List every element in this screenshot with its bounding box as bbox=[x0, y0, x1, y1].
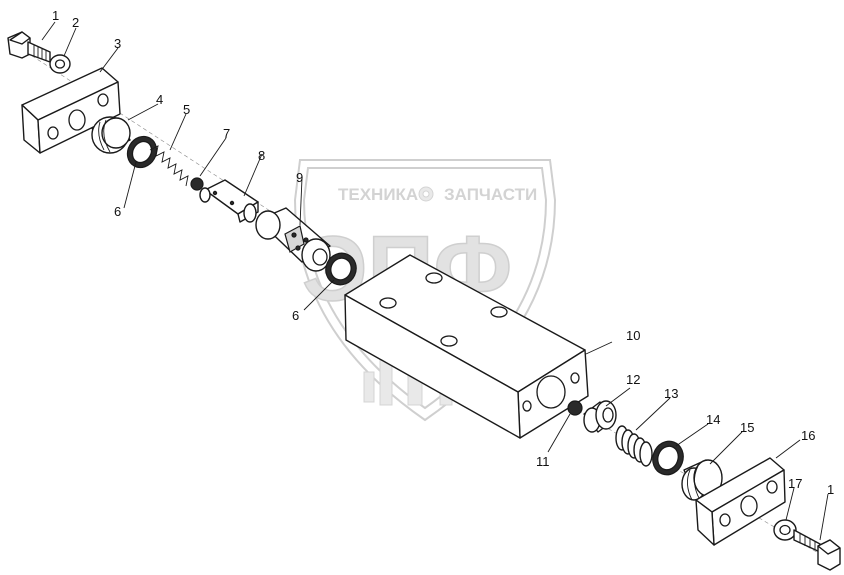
leader-lines bbox=[41, 21, 829, 541]
callout-12: 12 bbox=[626, 372, 640, 387]
callout-1-top: 1 bbox=[52, 8, 59, 23]
callout-5: 5 bbox=[183, 102, 190, 117]
callout-16: 16 bbox=[801, 428, 815, 443]
callout-10: 10 bbox=[626, 328, 640, 343]
callout-6-upper: 6 bbox=[114, 204, 121, 219]
callout-15: 15 bbox=[740, 420, 754, 435]
bolt-top bbox=[7, 31, 51, 63]
callout-6-lower: 6 bbox=[292, 308, 299, 323]
flange-plate-top bbox=[21, 67, 121, 154]
washer-top bbox=[49, 54, 71, 74]
ball-lower bbox=[567, 400, 583, 416]
callout-14: 14 bbox=[706, 412, 720, 427]
watermark-brand-right: ЗАПЧАСТИ bbox=[444, 185, 537, 204]
spring-large bbox=[615, 425, 653, 467]
callout-1-bottom: 1 bbox=[827, 482, 834, 497]
plunger bbox=[199, 179, 259, 223]
callout-4: 4 bbox=[156, 92, 163, 107]
ball-upper bbox=[190, 177, 204, 191]
callout-9: 9 bbox=[296, 170, 303, 185]
valve-sleeve bbox=[255, 207, 331, 272]
bushing-top bbox=[91, 116, 131, 154]
callout-labels: 1 2 3 4 5 6 7 8 9 6 10 11 12 13 14 15 16… bbox=[52, 8, 834, 497]
callout-8: 8 bbox=[258, 148, 265, 163]
valve-seat bbox=[583, 400, 617, 433]
bushing-bottom bbox=[681, 459, 723, 501]
flange-plate-bottom bbox=[695, 457, 786, 546]
bolt-bottom bbox=[793, 529, 841, 571]
spring-small bbox=[149, 145, 189, 187]
callout-11: 11 bbox=[536, 454, 550, 469]
callout-13: 13 bbox=[664, 386, 678, 401]
washer-bottom bbox=[773, 519, 797, 541]
callout-17: 17 bbox=[788, 476, 802, 491]
callout-7: 7 bbox=[223, 126, 230, 141]
callout-2: 2 bbox=[72, 15, 79, 30]
callout-3: 3 bbox=[114, 36, 121, 51]
o-ring-upper bbox=[126, 135, 158, 169]
valve-body bbox=[344, 254, 589, 439]
o-ring-bottom bbox=[652, 440, 684, 476]
watermark-brand-left: ТЕХНИКА bbox=[338, 185, 418, 204]
o-ring-lower bbox=[325, 252, 357, 286]
